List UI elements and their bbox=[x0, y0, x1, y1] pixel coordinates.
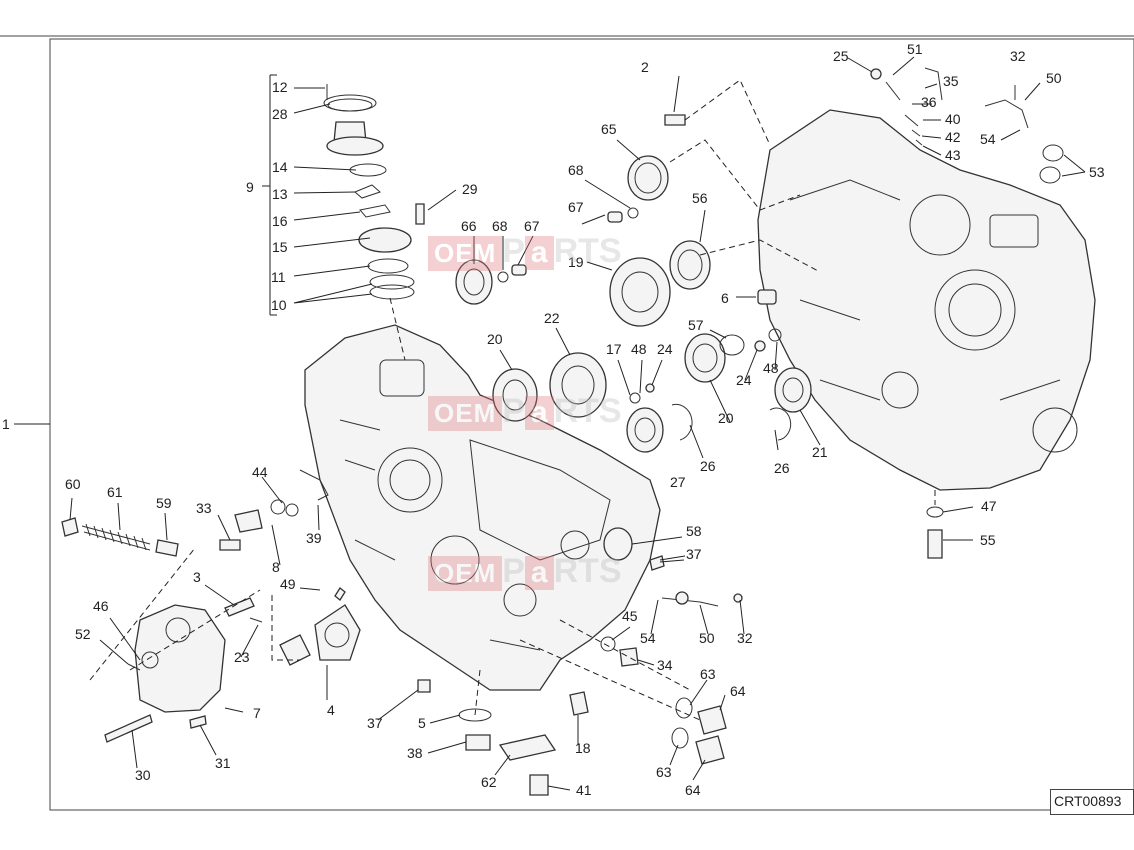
right-crankcase-half[interactable] bbox=[757, 109, 1096, 491]
callout-56: 56 bbox=[692, 190, 708, 206]
callout-66: 66 bbox=[461, 218, 477, 234]
callout-30: 30 bbox=[135, 767, 151, 783]
callout-labels: 1 2 3 4 5 6 7 8 9 10 11 12 13 14 15 16 1… bbox=[2, 41, 1105, 798]
plugs-and-fittings[interactable] bbox=[417, 555, 743, 796]
callout-32-b: 32 bbox=[737, 630, 753, 646]
callout-35: 35 bbox=[943, 73, 959, 89]
callout-22: 22 bbox=[544, 310, 560, 326]
callout-42: 42 bbox=[945, 129, 961, 145]
callout-64-b: 64 bbox=[685, 782, 701, 798]
callout-50-a: 50 bbox=[1046, 70, 1062, 86]
callout-12: 12 bbox=[272, 79, 288, 95]
callout-6: 6 bbox=[721, 290, 729, 306]
callout-67-a: 67 bbox=[524, 218, 540, 234]
water-pump-stack[interactable] bbox=[262, 74, 425, 361]
callout-48-a: 48 bbox=[631, 341, 647, 357]
callout-27: 27 bbox=[670, 474, 686, 490]
callout-18: 18 bbox=[575, 740, 591, 756]
callout-1: 1 bbox=[2, 416, 10, 432]
callout-52: 52 bbox=[75, 626, 91, 642]
callout-19: 19 bbox=[568, 254, 584, 270]
callout-51: 51 bbox=[907, 41, 923, 57]
callout-4: 4 bbox=[327, 702, 335, 718]
callout-7: 7 bbox=[253, 705, 261, 721]
callout-54-a: 54 bbox=[980, 131, 996, 147]
callout-55: 55 bbox=[980, 532, 996, 548]
callout-44: 44 bbox=[252, 464, 268, 480]
callout-5: 5 bbox=[418, 715, 426, 731]
callout-39: 39 bbox=[306, 530, 322, 546]
callout-11: 11 bbox=[271, 269, 286, 285]
callout-8: 8 bbox=[272, 559, 280, 575]
bearings-and-seals[interactable] bbox=[455, 114, 812, 561]
callout-54-b: 54 bbox=[640, 630, 656, 646]
oil-pump-assembly[interactable] bbox=[61, 469, 361, 743]
callout-64-a: 64 bbox=[730, 683, 746, 699]
callout-20-a: 20 bbox=[487, 331, 503, 347]
callout-33: 33 bbox=[196, 500, 212, 516]
callout-36: 36 bbox=[921, 94, 937, 110]
callout-68-a: 68 bbox=[492, 218, 508, 234]
callout-26-b: 26 bbox=[774, 460, 790, 476]
callout-29: 29 bbox=[462, 181, 478, 197]
callout-38: 38 bbox=[407, 745, 423, 761]
callout-45: 45 bbox=[622, 608, 638, 624]
callout-13: 13 bbox=[272, 186, 288, 202]
callout-46: 46 bbox=[93, 598, 109, 614]
callout-47: 47 bbox=[981, 498, 997, 514]
diagram-code: CRT00893 bbox=[1054, 793, 1122, 809]
callout-48-b: 48 bbox=[763, 360, 779, 376]
callout-65: 65 bbox=[601, 121, 617, 137]
callout-37-a: 37 bbox=[367, 715, 383, 731]
callout-32-a: 32 bbox=[1010, 48, 1026, 64]
callout-37-b: 37 bbox=[686, 546, 702, 562]
left-crankcase-half[interactable] bbox=[304, 324, 661, 691]
callout-49: 49 bbox=[280, 576, 296, 592]
callout-24-a: 24 bbox=[657, 341, 673, 357]
callout-34: 34 bbox=[657, 657, 673, 673]
callout-25: 25 bbox=[833, 48, 849, 64]
callout-28: 28 bbox=[272, 106, 288, 122]
callout-14: 14 bbox=[272, 159, 288, 175]
leader-lines bbox=[69, 56, 1086, 791]
callout-21: 21 bbox=[812, 444, 828, 460]
callout-43: 43 bbox=[945, 147, 961, 163]
right-side-fasteners[interactable] bbox=[669, 67, 1064, 559]
callout-59: 59 bbox=[156, 495, 172, 511]
callout-68-b: 68 bbox=[568, 162, 584, 178]
callout-61: 61 bbox=[107, 484, 123, 500]
callout-26-a: 26 bbox=[700, 458, 716, 474]
callout-63-a: 63 bbox=[700, 666, 716, 682]
callout-2: 2 bbox=[641, 59, 649, 75]
callout-15: 15 bbox=[272, 239, 288, 255]
callout-16: 16 bbox=[272, 213, 288, 229]
callout-67-b: 67 bbox=[568, 199, 584, 215]
callout-17: 17 bbox=[606, 341, 622, 357]
callout-62: 62 bbox=[481, 774, 497, 790]
callout-3: 3 bbox=[193, 569, 201, 585]
callout-53: 53 bbox=[1089, 164, 1105, 180]
callout-60: 60 bbox=[65, 476, 81, 492]
callout-23: 23 bbox=[234, 649, 250, 665]
callout-31: 31 bbox=[215, 755, 231, 771]
diagram-code-box bbox=[1050, 789, 1134, 815]
callout-9: 9 bbox=[246, 179, 254, 195]
callout-41: 41 bbox=[576, 782, 592, 798]
callout-50-b: 50 bbox=[699, 630, 715, 646]
callout-10: 10 bbox=[271, 297, 287, 313]
callout-57: 57 bbox=[688, 317, 704, 333]
callout-63-b: 63 bbox=[656, 764, 672, 780]
callout-40: 40 bbox=[945, 111, 961, 127]
callout-24-b: 24 bbox=[736, 372, 752, 388]
callout-58: 58 bbox=[686, 523, 702, 539]
